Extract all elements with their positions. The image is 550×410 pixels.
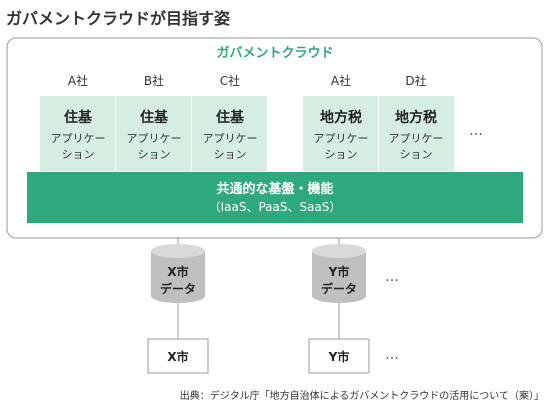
app-name: 地方税 bbox=[395, 109, 437, 126]
app-name: 地方税 bbox=[320, 109, 362, 126]
app-sub-2: ション bbox=[400, 148, 433, 161]
app-box bbox=[303, 96, 378, 171]
databases-more-ellipsis: … bbox=[385, 269, 399, 285]
app-sub-1: アプリケー bbox=[51, 132, 106, 145]
cylinder-top bbox=[151, 244, 205, 258]
diagram-title: ガバメントクラウドが目指す姿 bbox=[6, 9, 230, 28]
database-cylinder-x: X市 データ bbox=[151, 244, 205, 303]
app-column-2: B社 住基 アプリケー ション bbox=[116, 73, 191, 171]
app-sub-1: アプリケー bbox=[389, 132, 444, 145]
app-sub-2: ション bbox=[62, 148, 95, 161]
app-sub-1: アプリケー bbox=[314, 132, 369, 145]
platform-subtitle: （IaaS、PaaS、SaaS） bbox=[209, 200, 342, 214]
database-city-label: Y市 bbox=[328, 264, 350, 279]
apps-more-ellipsis: … bbox=[469, 123, 483, 139]
platform-title: 共通的な基盤・機能 bbox=[216, 181, 333, 197]
source-note: 出典：デジタル庁「地方自治体によるガバメントクラウドの活用について（案）」 bbox=[180, 389, 544, 402]
company-label: D社 bbox=[405, 73, 426, 88]
platform-bar bbox=[27, 172, 523, 223]
database-cylinder-y: Y市 データ bbox=[312, 244, 366, 303]
app-sub-2: ション bbox=[325, 148, 358, 161]
cylinder-top bbox=[312, 244, 366, 258]
app-sub-2: ション bbox=[214, 148, 247, 161]
app-sub-1: アプリケー bbox=[127, 132, 182, 145]
app-sub-2: ション bbox=[138, 148, 171, 161]
city-label: X市 bbox=[167, 349, 188, 364]
app-column-3: C社 住基 アプリケー ション bbox=[192, 73, 267, 171]
app-column-1: A社 住基 アプリケー ション bbox=[40, 73, 115, 171]
city-label: Y市 bbox=[328, 349, 350, 364]
city-box-y bbox=[308, 338, 370, 374]
app-column-4: A社 地方税 アプリケー ション bbox=[303, 73, 378, 171]
cloud-label: ガバメントクラウド bbox=[216, 46, 333, 61]
company-label: A社 bbox=[68, 73, 88, 88]
company-label: B社 bbox=[144, 73, 164, 88]
database-city-label: X市 bbox=[167, 264, 188, 279]
app-box bbox=[116, 96, 191, 171]
app-name: 住基 bbox=[64, 109, 93, 126]
app-box bbox=[379, 96, 454, 171]
app-sub-1: アプリケー bbox=[203, 132, 258, 145]
database-data-label: データ bbox=[321, 281, 357, 296]
cylinder-body bbox=[151, 251, 205, 303]
database-data-label: データ bbox=[160, 281, 196, 296]
app-name: 住基 bbox=[216, 109, 245, 126]
company-label: A社 bbox=[331, 73, 351, 88]
app-name: 住基 bbox=[140, 109, 169, 126]
app-box bbox=[40, 96, 115, 171]
cylinder-body bbox=[312, 251, 366, 303]
app-box bbox=[192, 96, 267, 171]
company-label: C社 bbox=[220, 73, 240, 88]
app-column-5: D社 地方税 アプリケー ション bbox=[379, 73, 454, 171]
city-box-x bbox=[147, 338, 209, 374]
cities-more-ellipsis: … bbox=[385, 347, 399, 363]
